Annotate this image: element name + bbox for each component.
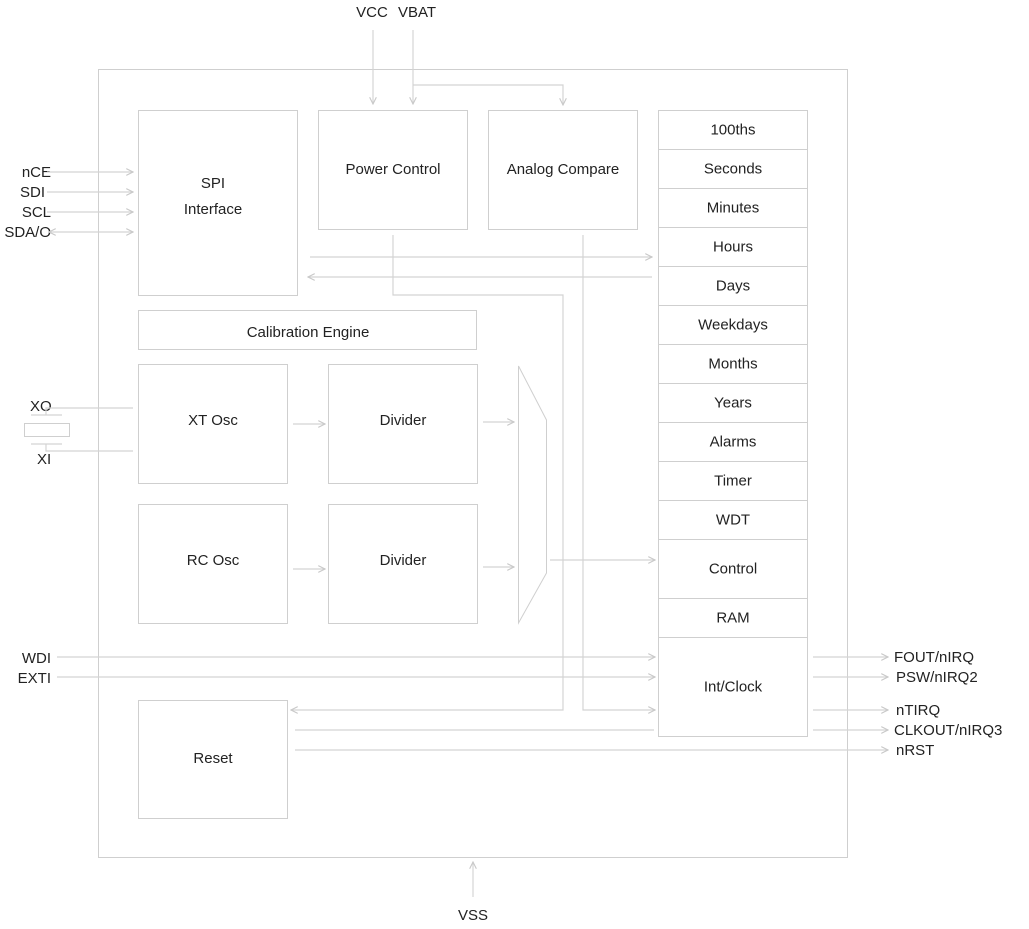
power-control-label: Power Control (345, 161, 440, 178)
spi-interface-block: SPI Interface (138, 110, 298, 296)
power-control-to-reset-line (291, 235, 564, 710)
register-label: Months (708, 356, 757, 373)
pin-xo: XO (30, 398, 52, 415)
register-timer: Timer (658, 461, 808, 501)
register-weekdays: Weekdays (658, 305, 808, 345)
pin-sdao: SDA/O (4, 224, 51, 241)
register-alarms: Alarms (658, 422, 808, 462)
crystal-icon (24, 407, 133, 452)
pin-vss: VSS (458, 907, 488, 924)
pin-xi: XI (37, 451, 51, 468)
register-ram: RAM (658, 598, 808, 638)
register-label: Weekdays (698, 317, 768, 334)
calibration-engine-block: Calibration Engine (138, 310, 477, 350)
rc-osc-label: RC Osc (187, 552, 240, 569)
pin-nce: nCE (22, 164, 51, 181)
register-label: Hours (713, 239, 753, 256)
analog-compare-to-int-line (582, 235, 655, 710)
clock-mux (518, 365, 547, 625)
spi-label: SPI (201, 175, 225, 192)
register-column: 100thsSecondsMinutesHoursDaysWeekdaysMon… (658, 110, 808, 737)
register-days: Days (658, 266, 808, 306)
pin-vcc: VCC (356, 4, 388, 21)
pin-vbat: VBAT (398, 4, 436, 21)
register-hours: Hours (658, 227, 808, 267)
register-seconds: Seconds (658, 149, 808, 189)
register-label: Years (714, 395, 752, 412)
interface-label: Interface (184, 201, 242, 218)
register-label: Timer (714, 473, 752, 490)
pin-ntirq: nTIRQ (896, 702, 940, 719)
pin-psw-nirq2: PSW/nIRQ2 (896, 669, 978, 686)
register-control: Control (658, 539, 808, 599)
analog-compare-block: Analog Compare (488, 110, 638, 230)
xt-osc-label: XT Osc (188, 412, 238, 429)
pin-fout-nirq: FOUT/nIRQ (894, 649, 974, 666)
register-wdt: WDT (658, 500, 808, 540)
pin-nrst: nRST (896, 742, 934, 759)
register-label: Int/Clock (704, 679, 763, 696)
vbat-to-compare-line (413, 84, 563, 105)
pin-clkout-nirq3: CLKOUT/nIRQ3 (894, 722, 1002, 739)
pin-exti: EXTI (18, 670, 51, 687)
rc-osc-block: RC Osc (138, 504, 288, 624)
register-years: Years (658, 383, 808, 423)
reset-block: Reset (138, 700, 288, 819)
register-int-clock: Int/Clock (658, 637, 808, 737)
xt-osc-block: XT Osc (138, 364, 288, 484)
analog-compare-label: Analog Compare (507, 161, 620, 178)
pin-sdi: SDI (20, 184, 45, 201)
register-label: Control (709, 561, 757, 578)
register-label: Alarms (710, 434, 757, 451)
register-label: Days (716, 278, 750, 295)
pin-wdi: WDI (22, 650, 51, 667)
pin-scl: SCL (22, 204, 51, 221)
divider-rc-block: Divider (328, 504, 478, 624)
register-months: Months (658, 344, 808, 384)
divider-xt-block: Divider (328, 364, 478, 484)
register-label: Minutes (707, 200, 760, 217)
register-label: WDT (716, 512, 750, 529)
register-minutes: Minutes (658, 188, 808, 228)
register-label: RAM (716, 610, 749, 627)
divider-rc-label: Divider (380, 552, 427, 569)
divider-xt-label: Divider (380, 412, 427, 429)
calibration-engine-label: Calibration Engine (247, 324, 370, 341)
register-label: 100ths (710, 122, 755, 139)
register-100ths: 100ths (658, 110, 808, 150)
reset-label: Reset (193, 750, 233, 767)
register-label: Seconds (704, 161, 762, 178)
power-control-block: Power Control (318, 110, 468, 230)
